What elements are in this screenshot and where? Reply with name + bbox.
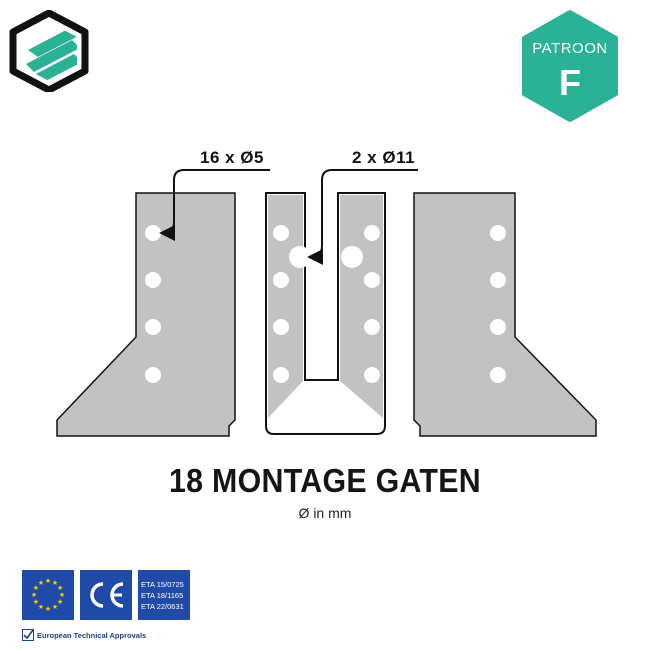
eu-flag-icon: ★ ★ ★ ★ ★ ★ ★ ★ ★ ★ ★ ★ <box>22 570 74 620</box>
svg-text:★: ★ <box>45 577 51 585</box>
eta-approvals-box: ETA 15/0725 ETA 18/1165 ETA 22/0631 <box>138 570 190 620</box>
badge-letter: F <box>559 62 581 103</box>
small-hole <box>490 225 506 241</box>
svg-text:★: ★ <box>38 579 44 587</box>
small-hole <box>145 225 161 241</box>
small-hole <box>364 272 380 288</box>
small-hole <box>490 367 506 383</box>
small-hole <box>145 367 161 383</box>
checkbox-checked-icon <box>22 629 34 641</box>
pattern-badge: PATROON F <box>520 10 620 122</box>
small-hole <box>145 319 161 335</box>
small-hole <box>364 225 380 241</box>
svg-text:★: ★ <box>31 591 37 599</box>
small-hole <box>145 272 161 288</box>
large-hole <box>341 246 363 268</box>
brand-logo-icon <box>9 10 89 92</box>
svg-text:★: ★ <box>52 579 58 587</box>
approvals-label: European Technical Approvals <box>37 630 147 640</box>
eta-line: ETA 22/0631 <box>141 601 184 611</box>
eta-line: ETA 15/0725 <box>141 579 184 589</box>
badge-hexagon-shape <box>522 10 618 122</box>
holes-count-title: 18 MONTAGE GATEN <box>169 462 481 499</box>
small-hole <box>273 272 289 288</box>
approvals-caption: European Technical Approvals <box>22 628 146 642</box>
small-hole <box>364 319 380 335</box>
ce-mark <box>80 570 132 620</box>
svg-text:★: ★ <box>57 584 63 592</box>
svg-text:★: ★ <box>57 598 63 606</box>
small-hole <box>273 225 289 241</box>
svg-text:★: ★ <box>33 584 39 592</box>
ce-mark-icon <box>90 582 124 608</box>
bracket-diagram <box>56 169 597 437</box>
badge-label: PATROON <box>532 40 608 57</box>
unit-subtitle: Ø in mm <box>298 505 352 521</box>
right-plate <box>413 192 597 437</box>
eta-line: ETA 18/1165 <box>141 590 184 600</box>
svg-text:★: ★ <box>38 603 44 611</box>
large-hole <box>289 246 311 268</box>
left-plate <box>56 192 236 437</box>
svg-text:★: ★ <box>45 605 51 613</box>
svg-text:★: ★ <box>33 598 39 606</box>
small-hole <box>273 367 289 383</box>
svg-text:★: ★ <box>52 603 58 611</box>
callout-small-holes-label: 16 x Ø5 <box>200 148 264 167</box>
svg-text:★: ★ <box>59 591 65 599</box>
callout-large-holes-leader <box>307 169 418 265</box>
small-hole <box>490 319 506 335</box>
small-hole <box>490 272 506 288</box>
small-hole <box>364 367 380 383</box>
callout-small-holes-leader <box>159 169 270 241</box>
small-hole <box>273 319 289 335</box>
callout-large-holes-label: 2 x Ø11 <box>352 148 416 167</box>
